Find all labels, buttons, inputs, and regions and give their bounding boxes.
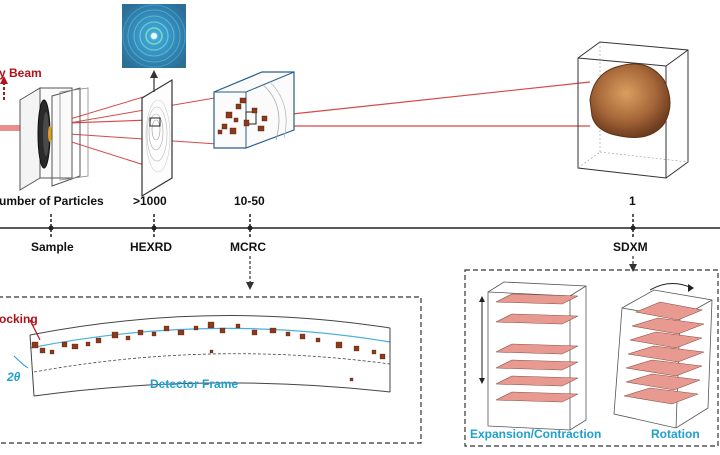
sdxm-volume (577, 41, 689, 179)
diffraction-rings-image (122, 4, 186, 68)
timeline-ticks (50, 214, 634, 238)
rotation-label: Rotation (651, 427, 700, 441)
hexrd-up-arrow-head (150, 70, 158, 78)
rocking-arrow (29, 319, 41, 341)
detector-frame-shape (13, 315, 391, 397)
mcrc-detail-panel (0, 296, 422, 444)
sdxm-grain (589, 63, 671, 138)
technique-sdxm: SDXM (613, 240, 648, 254)
rotation-arrow (649, 283, 693, 291)
sample-stage (19, 87, 89, 191)
rocking-label: ocking (0, 312, 38, 326)
mcrc-particles (217, 97, 268, 135)
count-hexrd: >1000 (133, 194, 167, 208)
expansion-layers (495, 293, 579, 403)
two-theta-label: 2θ (7, 370, 21, 384)
count-sdxm: 1 (629, 194, 636, 208)
beam-lines (0, 81, 591, 171)
beam-arrow-head (0, 76, 8, 84)
sdxm-detail-panel (464, 269, 719, 447)
technique-hexrd: HEXRD (130, 240, 173, 254)
mcrc-down-arrow-head (246, 282, 254, 290)
expansion-contraction-label: Expansion/Contraction (470, 427, 602, 441)
sdxm-down-arrow-head (629, 264, 637, 272)
detector-particles (31, 321, 386, 382)
number-of-particles-label: umber of Particles (0, 194, 104, 208)
hexrd-detector (141, 78, 173, 198)
detector-frame-label: Detector Frame (150, 377, 239, 391)
expansion-stack (487, 281, 587, 431)
rotation-arrow-head (688, 284, 694, 292)
expansion-arrow-up (479, 296, 485, 302)
expansion-arrow-down (479, 378, 485, 384)
rotation-layers (623, 301, 705, 405)
count-mcrc: 10-50 (234, 194, 265, 208)
beam-label: y Beam (0, 66, 42, 80)
technique-mcrc: MCRC (230, 240, 266, 254)
timeline-dots (48, 225, 636, 231)
technique-sample: Sample (31, 240, 74, 254)
